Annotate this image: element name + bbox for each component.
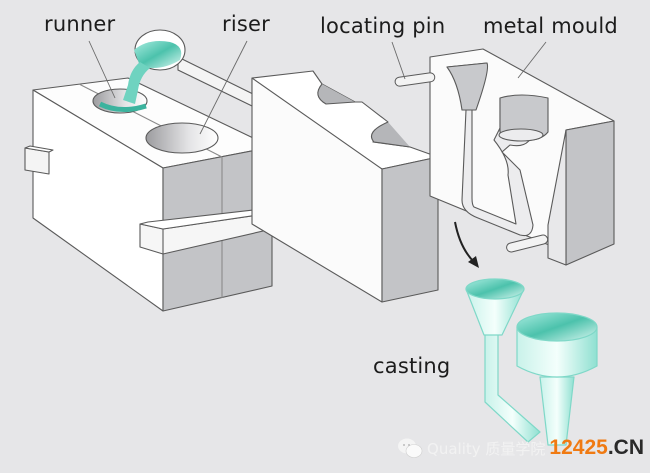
watermark-site-domain: .CN — [607, 436, 644, 459]
funnel-top — [465, 278, 525, 300]
riser-leader — [199, 40, 248, 135]
sprue-cone — [446, 62, 489, 111]
ladle-metal — [134, 41, 182, 68]
ladle — [123, 29, 260, 109]
watermark-text: Quality 质量学院 — [427, 439, 546, 458]
middle-half-front — [381, 156, 439, 303]
locating-pin-leader — [391, 41, 406, 80]
label-runner: runner — [44, 12, 116, 36]
arrow-icon — [454, 221, 479, 268]
assembled-mould — [24, 77, 289, 312]
leader-lines — [88, 40, 547, 135]
runner-leader — [88, 40, 116, 99]
casting-part — [465, 278, 598, 446]
label-riser: riser — [222, 12, 270, 36]
watermark-site-number: 12425 — [549, 436, 608, 459]
metal-mould-inner-wall — [547, 129, 567, 266]
watermark: Quality 质量学院 12425.CN — [397, 434, 644, 462]
label-locating-pin: locating pin — [320, 14, 446, 38]
wechat-icon — [398, 438, 423, 458]
ladle-handle — [177, 56, 260, 109]
assembled-mould-tab-top — [24, 145, 54, 153]
pouring-metal — [123, 62, 150, 104]
label-casting: casting — [373, 354, 451, 378]
locating-pin-bottom — [506, 234, 549, 253]
metal-mould — [429, 48, 615, 266]
riser-top — [516, 312, 598, 342]
middle-half-cutout-2 — [370, 121, 411, 148]
middle-half-cutout-1 — [317, 83, 356, 105]
locating-pins — [394, 72, 549, 253]
riser-hole — [145, 122, 219, 154]
watermark-site: 12425.CN — [549, 436, 644, 460]
arrow-head — [468, 256, 479, 268]
metal-mould-leader — [517, 41, 547, 79]
label-metal-mould: metal mould — [483, 14, 618, 38]
metal-mould-side — [565, 120, 615, 266]
middle-mould-half — [251, 70, 439, 303]
riser-cavity-base — [498, 128, 544, 142]
runner-metal-pool — [98, 101, 147, 112]
arrow-shaft — [454, 221, 475, 263]
locating-pin-top — [394, 72, 436, 87]
